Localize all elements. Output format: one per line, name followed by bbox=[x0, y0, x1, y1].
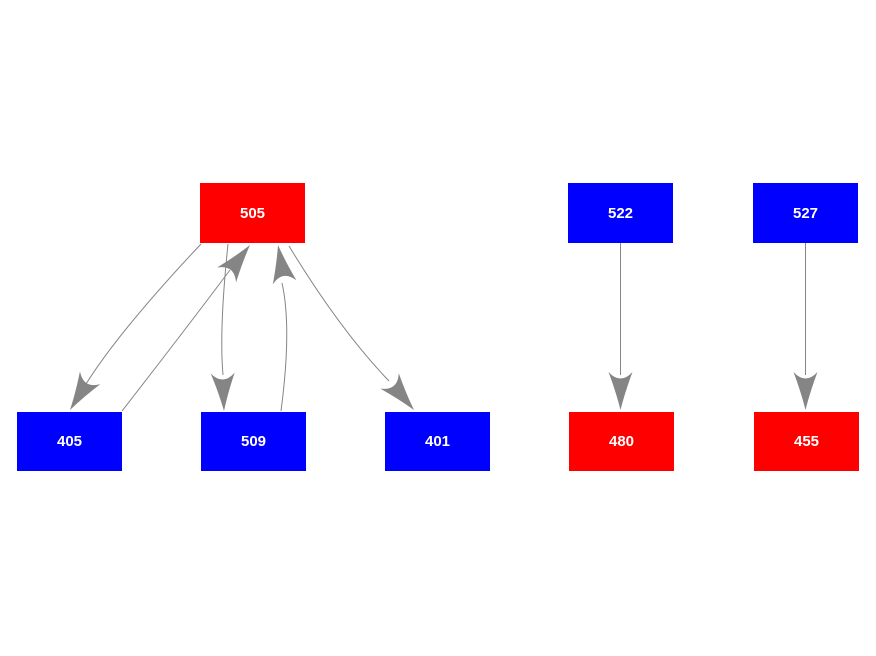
node-405: 405 bbox=[17, 412, 122, 471]
node-505-box bbox=[200, 183, 305, 243]
edge-509-505-line bbox=[280, 282, 288, 412]
node-527-label: 527 bbox=[793, 205, 818, 222]
node-401-box bbox=[385, 412, 490, 471]
node-480: 480 bbox=[569, 412, 674, 471]
arrowhead-509-505 bbox=[272, 245, 297, 285]
node-401-label: 401 bbox=[425, 433, 450, 450]
arrowhead-505-401 bbox=[380, 373, 414, 410]
node-401: 401 bbox=[385, 412, 490, 471]
node-505: 505 bbox=[200, 183, 305, 243]
node-405-box bbox=[17, 412, 122, 471]
node-505-label: 505 bbox=[240, 205, 265, 222]
node-522-label: 522 bbox=[608, 205, 633, 222]
arrowhead-405-505 bbox=[217, 245, 250, 283]
edge-505-509-line bbox=[221, 243, 229, 376]
node-455-box bbox=[754, 412, 859, 471]
node-527-box bbox=[753, 183, 858, 243]
node-522-box bbox=[568, 183, 673, 243]
node-509-box bbox=[201, 412, 306, 471]
arrowhead-522-480 bbox=[608, 372, 633, 410]
edge-405-505-line bbox=[121, 269, 231, 412]
node-455-label: 455 bbox=[794, 433, 819, 450]
arrowhead-505-405 bbox=[70, 371, 101, 410]
edge-505-405-line bbox=[85, 243, 202, 385]
node-480-box bbox=[569, 412, 674, 471]
node-455: 455 bbox=[754, 412, 859, 471]
arrowhead-505-509 bbox=[210, 372, 235, 411]
node-509-label: 509 bbox=[241, 433, 266, 450]
node-527: 527 bbox=[753, 183, 858, 243]
node-480-label: 480 bbox=[609, 433, 634, 450]
node-509: 509 bbox=[201, 412, 306, 471]
arrowhead-527-455 bbox=[793, 372, 818, 410]
node-522: 522 bbox=[568, 183, 673, 243]
node-405-label: 405 bbox=[57, 433, 82, 450]
edge-505-401-line bbox=[288, 245, 390, 382]
